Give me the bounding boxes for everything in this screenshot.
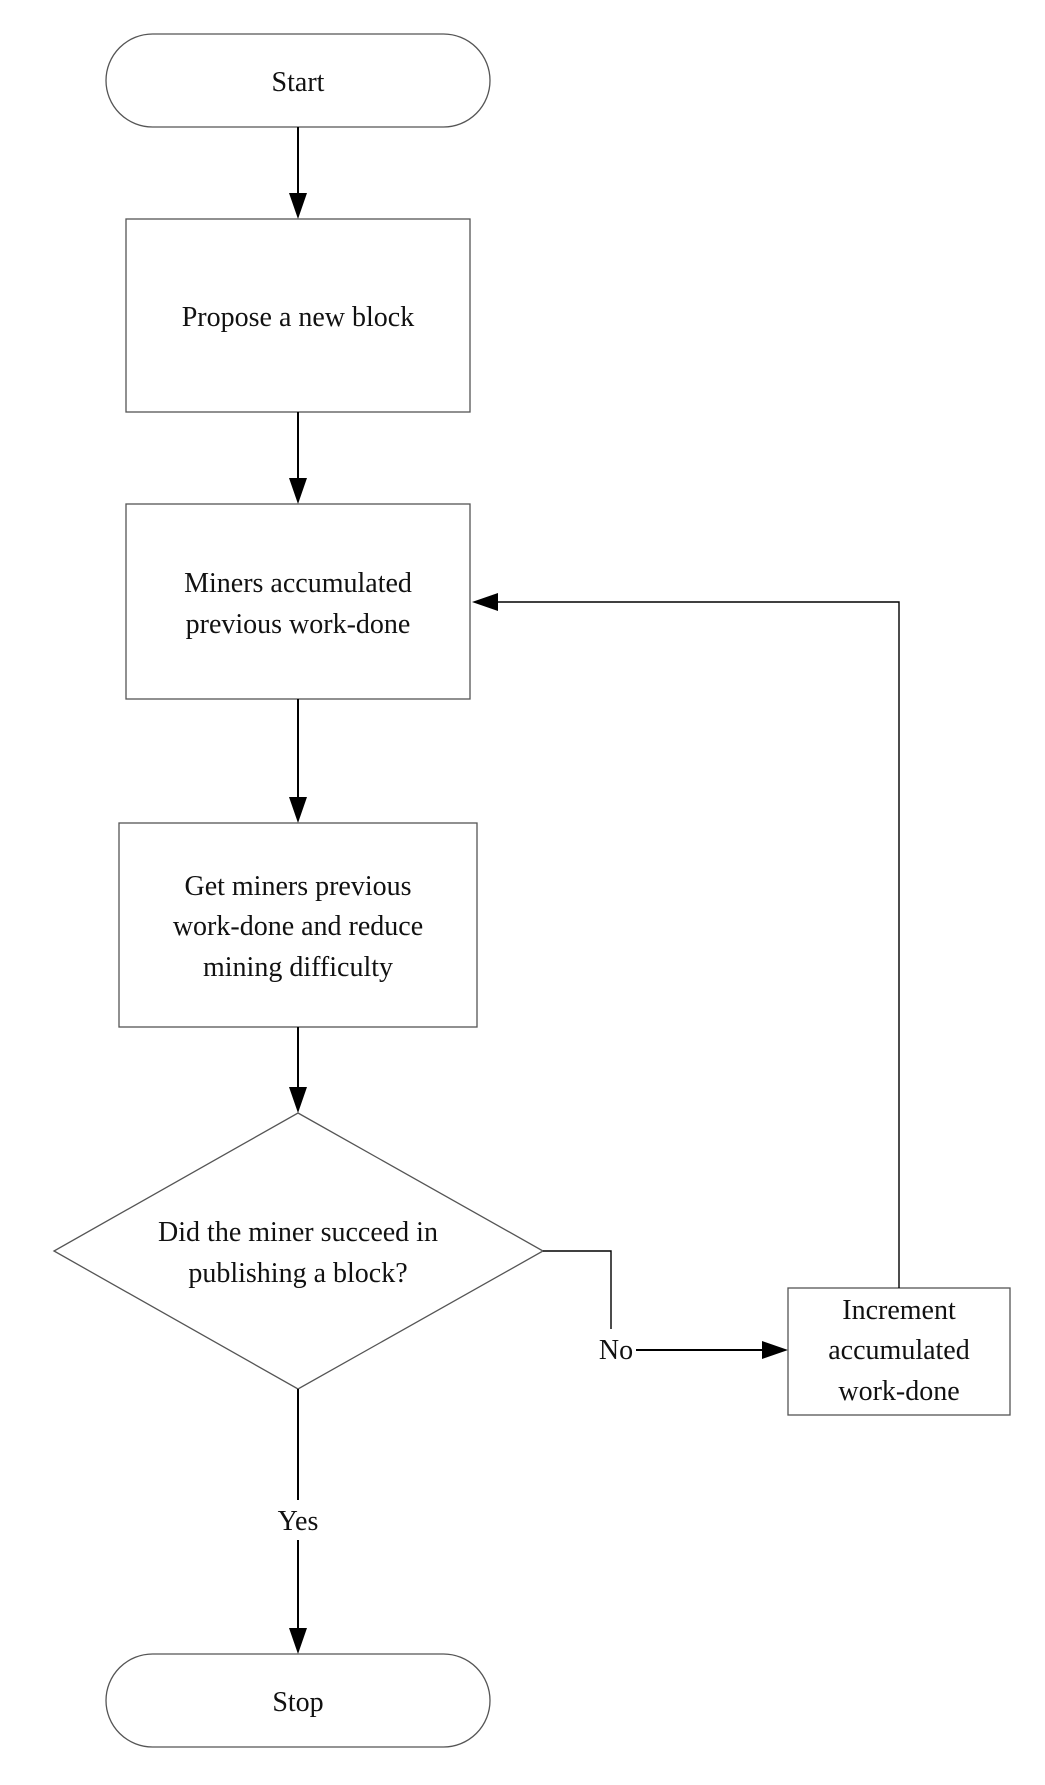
increment-work-label-line2: accumulated (828, 1335, 969, 1366)
propose-block-label: Propose a new block (182, 302, 415, 333)
stop-label: Stop (272, 1687, 323, 1718)
arrowhead (289, 1087, 307, 1113)
accumulated-work-label-line2: previous work-done (186, 609, 411, 640)
edge-propose-to-accumulated (289, 412, 307, 504)
reduce-difficulty-label-line2: work-done and reduce (173, 911, 423, 942)
no-label: No (599, 1335, 633, 1366)
edge-accumulated-to-reduce (289, 699, 307, 823)
arrowhead (289, 478, 307, 504)
yes-label: Yes (278, 1506, 319, 1537)
arrowhead (289, 797, 307, 823)
edge-decision-yes: Yes (270, 1389, 326, 1654)
edge-reduce-to-decision (289, 1027, 307, 1113)
edge-start-to-propose (289, 127, 307, 219)
accumulated-work-label-line1: Miners accumulated (184, 568, 412, 599)
decision-label-line2: publishing a block? (188, 1258, 407, 1289)
increment-work-node: Increment accumulated work-done (787, 1287, 1011, 1416)
reduce-difficulty-label-line3: mining difficulty (203, 952, 393, 983)
arrowhead (289, 1628, 307, 1654)
edge-increment-to-accumulated (472, 593, 900, 1288)
decision-node: Did the miner succeed in publishing a bl… (52, 1112, 545, 1390)
increment-work-label-line1: Increment (842, 1295, 956, 1326)
reduce-difficulty-node: Get miners previous work-done and reduce… (118, 822, 478, 1028)
start-node: Start (105, 33, 491, 128)
propose-block-node: Propose a new block (125, 218, 471, 413)
arrowhead (289, 193, 307, 219)
arrowhead (472, 593, 498, 611)
increment-work-label-line3: work-done (838, 1376, 959, 1407)
accumulated-work-node: Miners accumulated previous work-done (125, 503, 471, 700)
arrowhead (762, 1341, 788, 1359)
start-label: Start (272, 67, 325, 98)
reduce-difficulty-label-line1: Get miners previous (184, 871, 411, 902)
decision-label-line1: Did the miner succeed in (158, 1217, 438, 1248)
stop-node: Stop (105, 1653, 491, 1748)
edge-decision-no: No (543, 1250, 788, 1366)
